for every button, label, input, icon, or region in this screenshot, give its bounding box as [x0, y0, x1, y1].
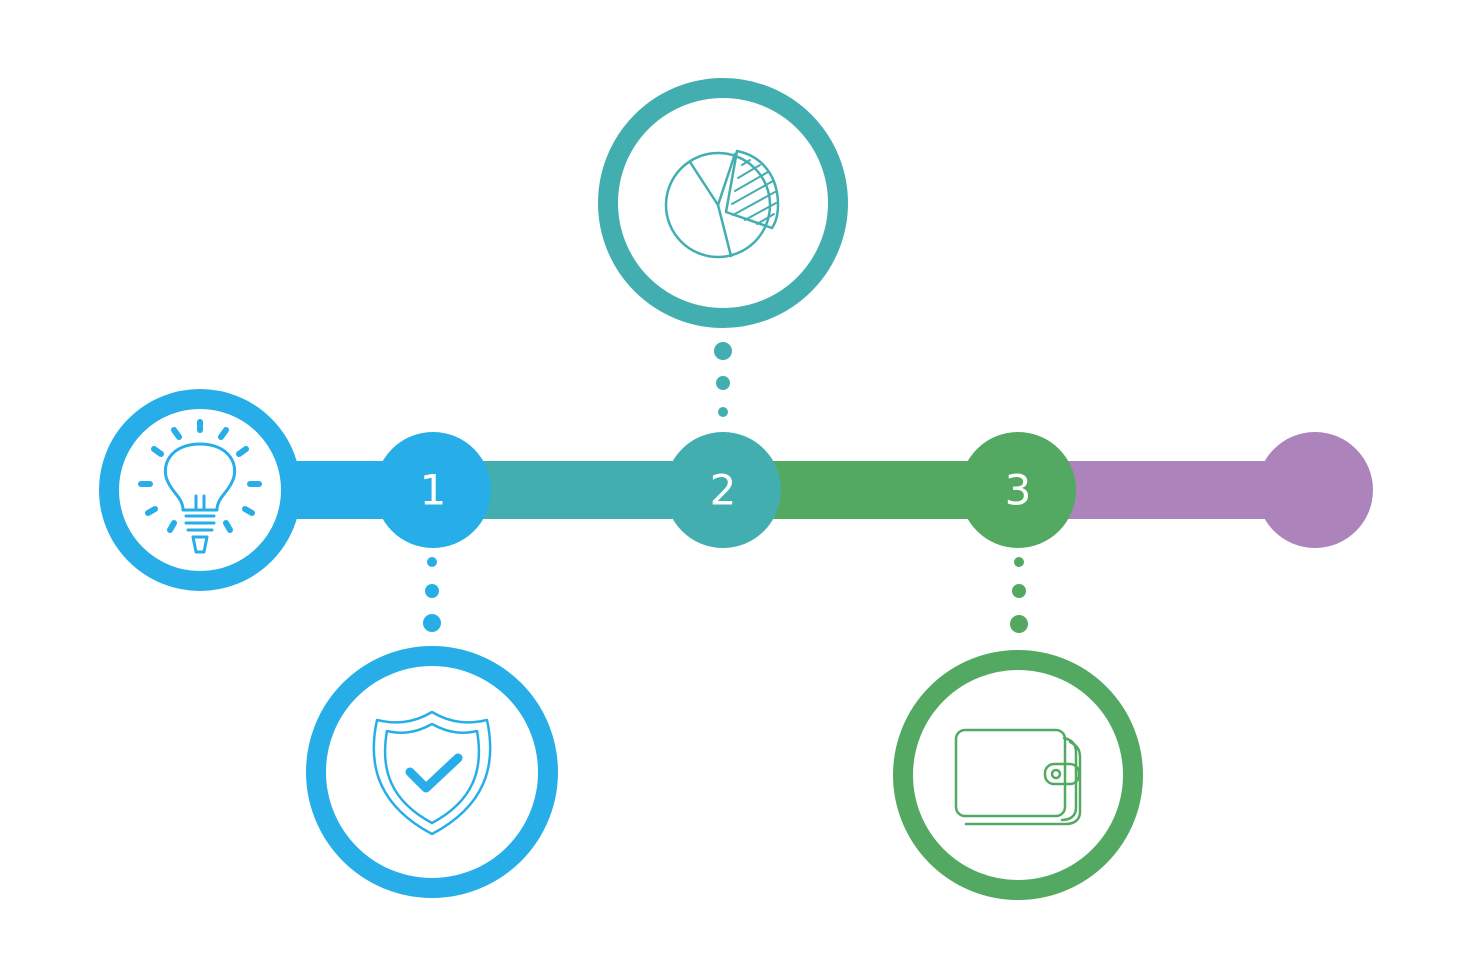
connector-dots-1: [423, 557, 441, 632]
step-2-icon-node: [598, 78, 848, 328]
connector-dots-3: [1010, 557, 1028, 633]
wallet-icon: [954, 728, 1082, 826]
step-1-icon-node: [306, 646, 558, 898]
step-marker-1: 1: [375, 432, 491, 548]
lightbulb-icon: [138, 419, 262, 554]
connector-dots-2: [714, 342, 732, 417]
start-node: [99, 389, 301, 591]
step-marker-2: 2: [665, 432, 781, 548]
shield-check-icon: [372, 710, 492, 836]
end-node: [1257, 432, 1373, 548]
step-number-3: 3: [1005, 466, 1032, 515]
step-number-1: 1: [420, 466, 447, 515]
step-marker-3: 3: [960, 432, 1076, 548]
pie-chart-icon: [664, 149, 780, 259]
step-number-2: 2: [710, 466, 737, 515]
step-3-icon-node: [893, 650, 1143, 900]
